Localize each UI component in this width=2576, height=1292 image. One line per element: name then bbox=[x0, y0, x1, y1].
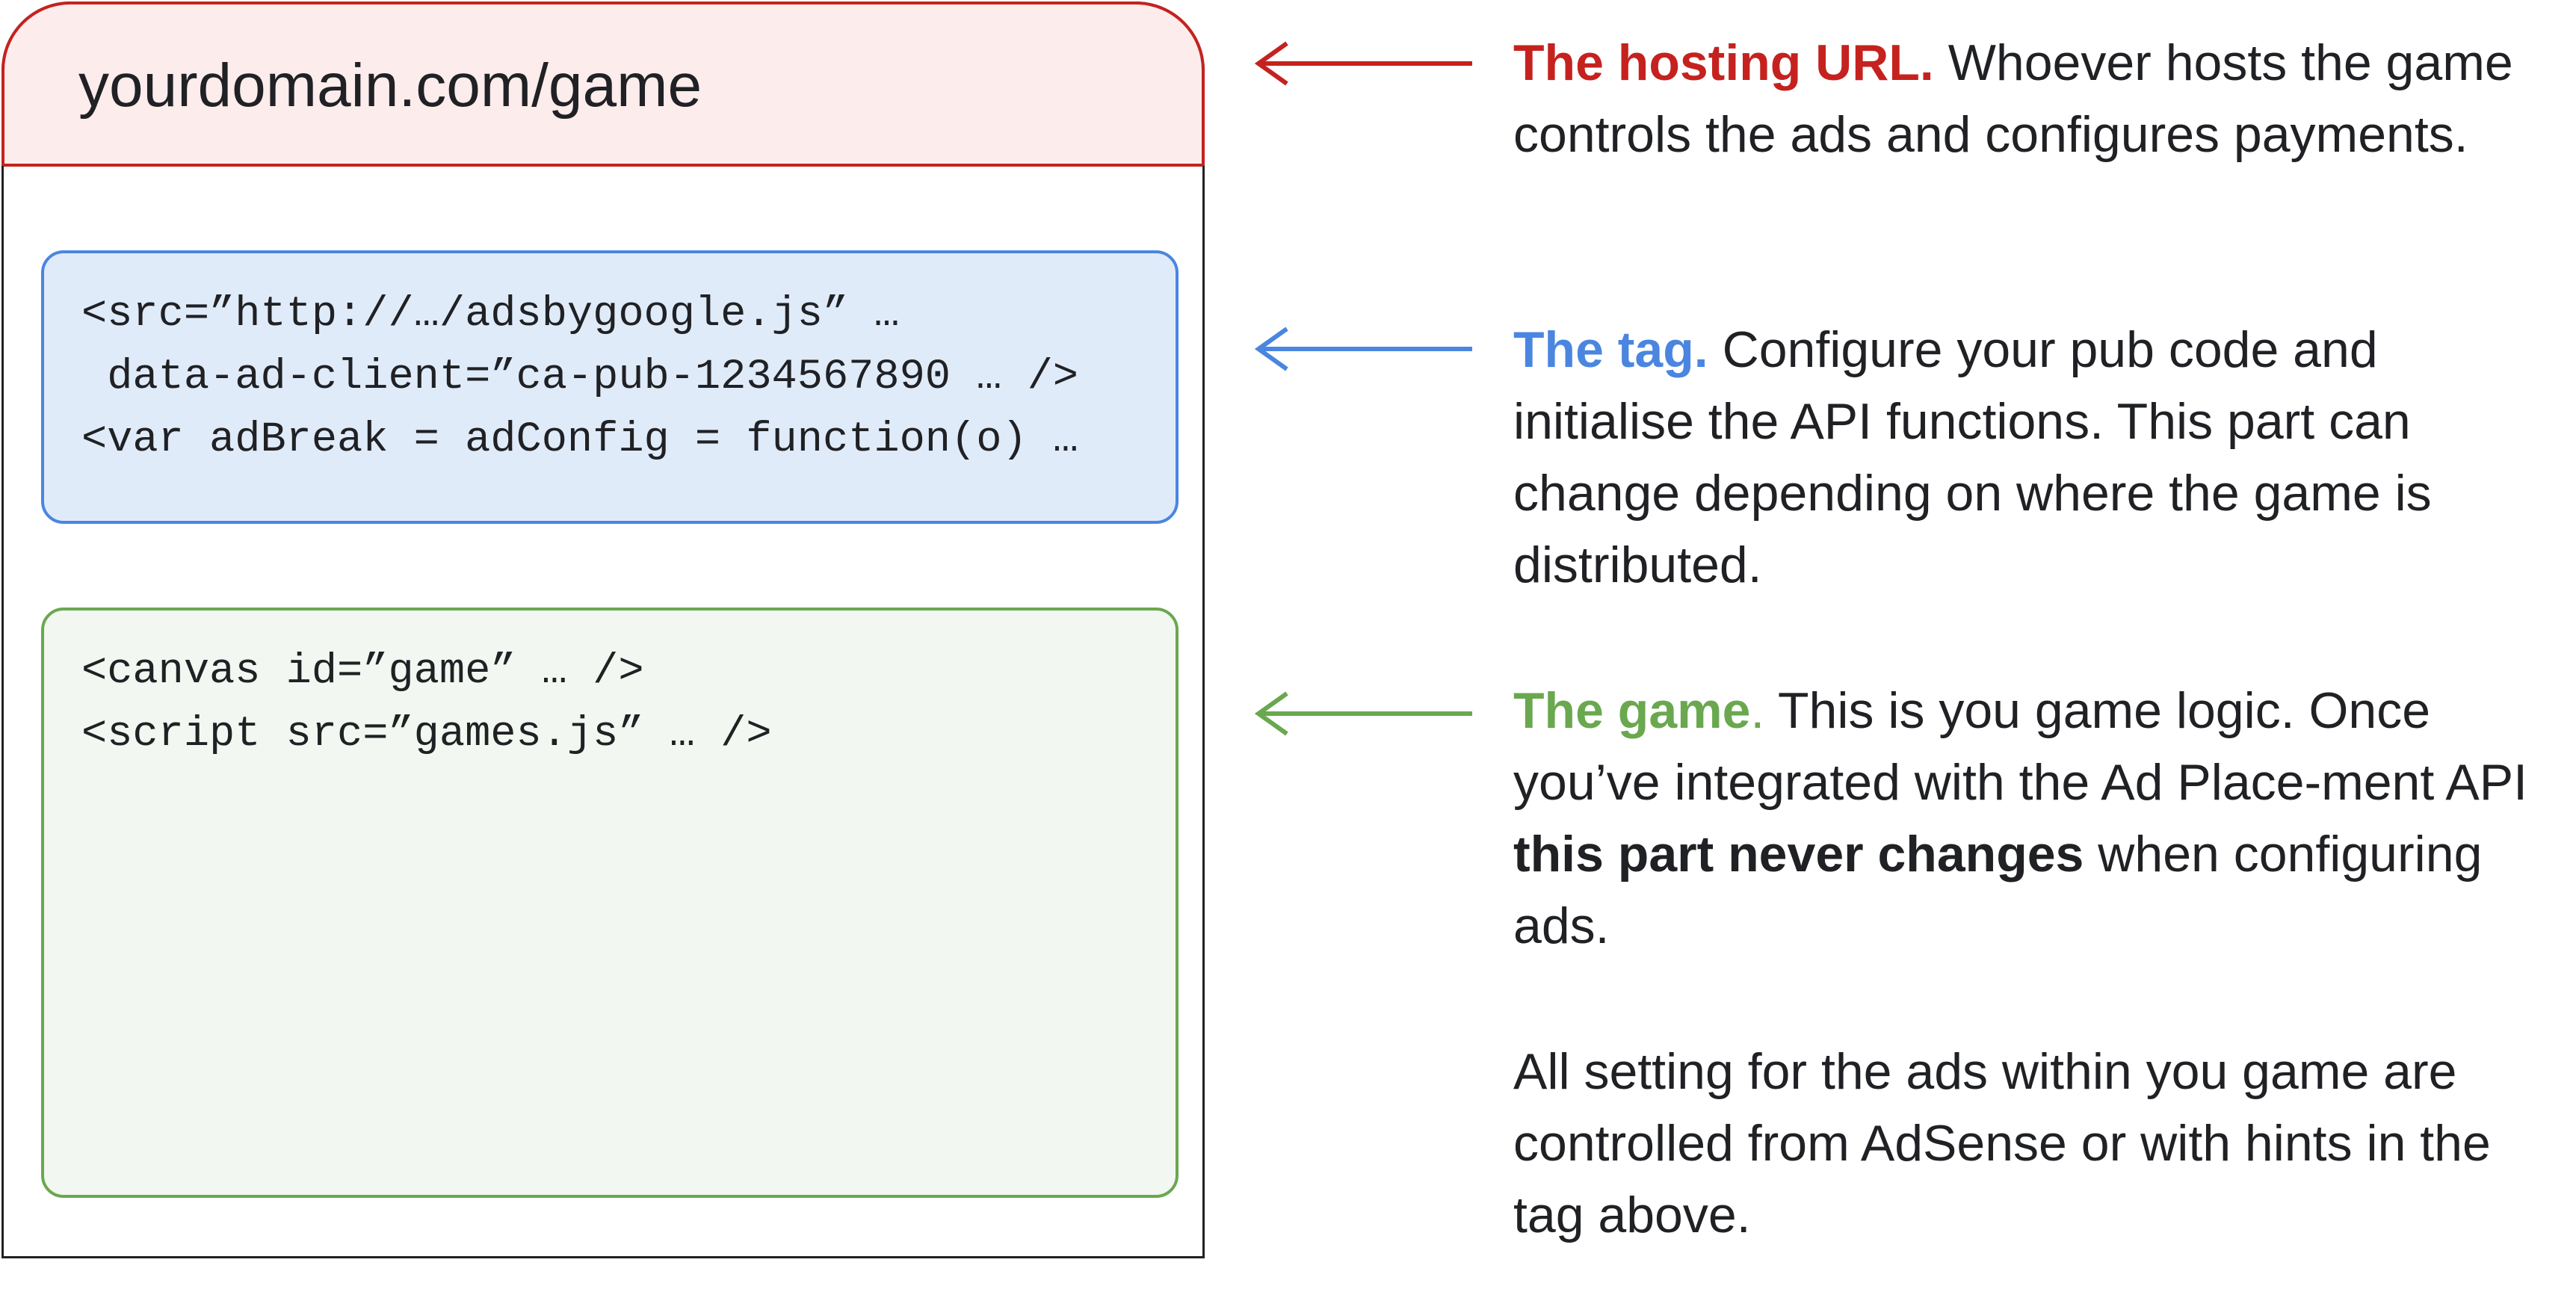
game-code: <canvas id=”game” … /> <script src=”game… bbox=[81, 640, 772, 766]
footer-note: All setting for the ads within you game … bbox=[1513, 1043, 2491, 1243]
game-annotation: The game. This is you game logic. Once y… bbox=[1513, 675, 2567, 962]
tag-annotation: The tag. Configure your pub code and ini… bbox=[1513, 314, 2567, 601]
tag-code-line: data-ad-client=”ca-pub-1234567890 … /> bbox=[81, 353, 1079, 401]
hosting-heading: The hosting URL. bbox=[1513, 34, 1934, 91]
hosting-text: Whoever hosts the game controls the ads … bbox=[1513, 34, 2513, 163]
game-text: This is you game logic. Once you’ve inte… bbox=[1513, 682, 2528, 811]
game-code-box: <canvas id=”game” … /> <script src=”game… bbox=[41, 608, 1179, 1198]
game-text-end: when configuring ads. bbox=[1513, 826, 2483, 954]
game-bold-text: this part never changes bbox=[1513, 826, 2084, 883]
url-bar: yourdomain.com/game bbox=[4, 4, 1202, 167]
game-code-line: <canvas id=”game” … /> bbox=[81, 648, 644, 696]
arrow-left-icon bbox=[1254, 691, 1472, 736]
tag-heading: The tag. bbox=[1513, 321, 1708, 378]
tag-code-box: <src=”http://…/adsbygoogle.js” … data-ad… bbox=[41, 250, 1179, 524]
arrow-left-icon bbox=[1254, 41, 1472, 86]
tag-code-line: <var adBreak = adConfig = function(o) … bbox=[81, 416, 1079, 464]
tag-code-line: <src=”http://…/adsbygoogle.js” … bbox=[81, 291, 900, 339]
hosting-annotation: The hosting URL. Whoever hosts the game … bbox=[1513, 27, 2567, 170]
arrow-left-icon bbox=[1254, 327, 1472, 371]
tag-code: <src=”http://…/adsbygoogle.js” … data-ad… bbox=[81, 283, 1078, 472]
game-heading-dot: . bbox=[1750, 682, 1765, 739]
tag-text: Configure your pub code and initialise t… bbox=[1513, 321, 2432, 593]
game-heading: The game bbox=[1513, 682, 1751, 739]
browser-frame: yourdomain.com/game <src=”http://…/adsby… bbox=[1, 1, 1205, 1258]
game-code-line: <script src=”games.js” … /> bbox=[81, 711, 772, 758]
url-text: yourdomain.com/game bbox=[78, 52, 702, 120]
